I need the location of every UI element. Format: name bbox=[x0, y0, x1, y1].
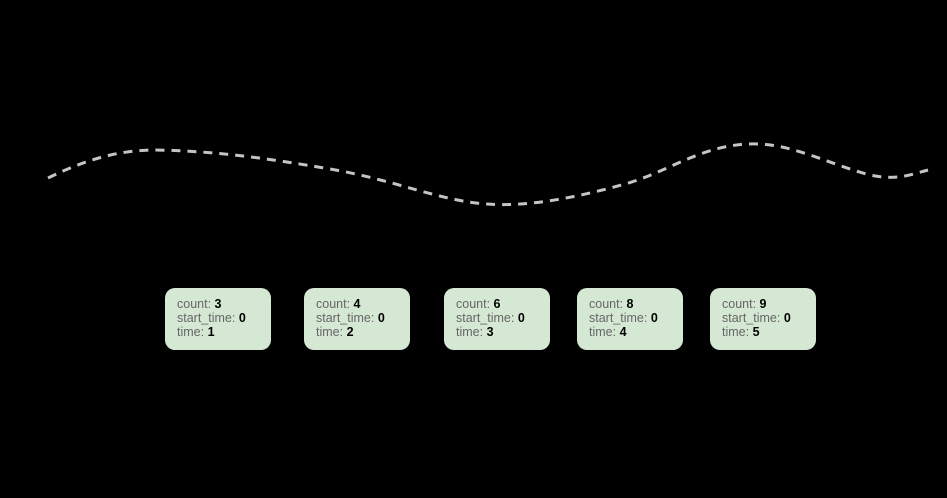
state-card-4: count: 8 start_time: 0 time: 4 bbox=[577, 288, 683, 350]
field-label: time: bbox=[722, 325, 750, 339]
field-value: 3 bbox=[214, 297, 222, 311]
state-card-1: count: 3 start_time: 0 time: 1 bbox=[165, 288, 271, 350]
field-value: 2 bbox=[346, 325, 354, 339]
field-value: 9 bbox=[759, 297, 767, 311]
field-label: time: bbox=[589, 325, 617, 339]
field-row: count: 6 bbox=[456, 297, 544, 311]
field-value: 8 bbox=[626, 297, 634, 311]
field-label: time: bbox=[177, 325, 205, 339]
field-value: 0 bbox=[517, 311, 525, 325]
field-value: 0 bbox=[783, 311, 791, 325]
dashed-curve-path bbox=[47, 142, 929, 207]
state-card-2: count: 4 start_time: 0 time: 2 bbox=[304, 288, 410, 350]
field-label: start_time: bbox=[589, 311, 648, 325]
field-label: start_time: bbox=[456, 311, 515, 325]
field-label: time: bbox=[316, 325, 344, 339]
field-value: 1 bbox=[207, 325, 215, 339]
field-value: 0 bbox=[238, 311, 246, 325]
field-row: time: 2 bbox=[316, 325, 404, 339]
field-row: time: 4 bbox=[589, 325, 677, 339]
field-row: start_time: 0 bbox=[177, 311, 265, 325]
state-card-3: count: 6 start_time: 0 time: 3 bbox=[444, 288, 550, 350]
field-label: count: bbox=[316, 297, 351, 311]
field-row: count: 4 bbox=[316, 297, 404, 311]
field-row: count: 8 bbox=[589, 297, 677, 311]
field-row: time: 3 bbox=[456, 325, 544, 339]
field-row: start_time: 0 bbox=[316, 311, 404, 325]
field-label: start_time: bbox=[177, 311, 236, 325]
field-row: start_time: 0 bbox=[589, 311, 677, 325]
field-value: 5 bbox=[752, 325, 760, 339]
field-row: start_time: 0 bbox=[456, 311, 544, 325]
field-label: start_time: bbox=[722, 311, 781, 325]
field-label: count: bbox=[589, 297, 624, 311]
field-value: 4 bbox=[353, 297, 361, 311]
field-value: 4 bbox=[619, 325, 627, 339]
field-label: count: bbox=[456, 297, 491, 311]
field-row: time: 1 bbox=[177, 325, 265, 339]
field-value: 6 bbox=[493, 297, 501, 311]
field-label: count: bbox=[722, 297, 757, 311]
field-row: count: 9 bbox=[722, 297, 810, 311]
field-label: time: bbox=[456, 325, 484, 339]
field-value: 0 bbox=[650, 311, 658, 325]
field-row: time: 5 bbox=[722, 325, 810, 339]
field-label: start_time: bbox=[316, 311, 375, 325]
field-value: 0 bbox=[377, 311, 385, 325]
field-label: count: bbox=[177, 297, 212, 311]
field-row: count: 3 bbox=[177, 297, 265, 311]
field-value: 3 bbox=[486, 325, 494, 339]
field-row: start_time: 0 bbox=[722, 311, 810, 325]
state-card-5: count: 9 start_time: 0 time: 5 bbox=[710, 288, 816, 350]
